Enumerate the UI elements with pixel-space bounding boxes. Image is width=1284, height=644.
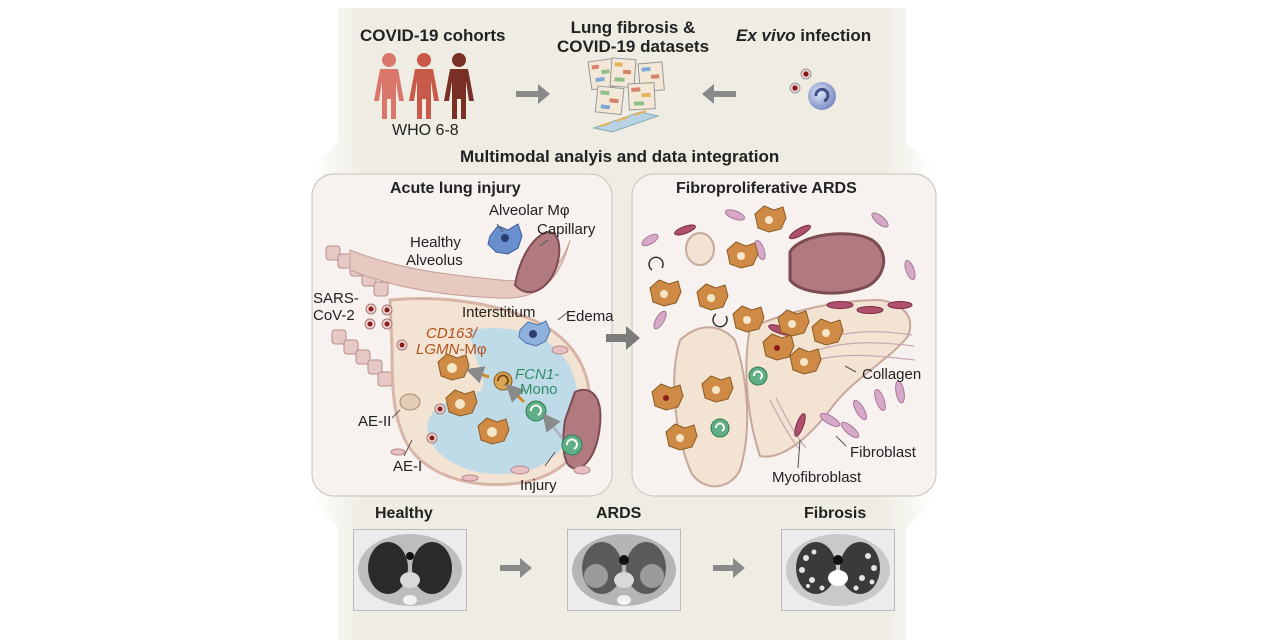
panel-acute-title: Acute lung injury xyxy=(390,180,521,197)
exvivo-italic: Ex vivo xyxy=(736,26,796,45)
ct-scan-ards xyxy=(567,529,681,611)
label-ae1: AE-I xyxy=(393,458,423,475)
ct-scan-healthy xyxy=(353,529,467,611)
label-fcn1-line1: FCN1- xyxy=(515,366,560,383)
ct-label-healthy: Healthy xyxy=(375,505,433,522)
label-sars-line2: CoV-2 xyxy=(313,307,355,324)
label-edema: Edema xyxy=(566,308,614,325)
ct-label-fibrosis: Fibrosis xyxy=(804,505,867,522)
exvivo-rest: infection xyxy=(795,26,872,45)
arrow-right-top xyxy=(516,84,550,104)
label-cd163-line2: LGMN-Mφ xyxy=(416,341,487,358)
acute-lung-illustration xyxy=(325,223,602,487)
arrow-right-bottom-2 xyxy=(713,558,745,578)
label-alveolar-mph: Alveolar Mφ xyxy=(489,202,570,219)
label-cd163-mph: -Mφ xyxy=(459,341,487,358)
label-ae2: AE-II xyxy=(358,413,392,430)
label-myofibroblast: Myofibroblast xyxy=(772,469,862,486)
label-injury: Injury xyxy=(520,477,557,494)
exvivo-cells-icon xyxy=(789,68,836,110)
panel-ards-title: Fibroproliferative ARDS xyxy=(676,180,857,197)
arrow-left-top xyxy=(702,84,736,104)
cohorts-subtitle: WHO 6-8 xyxy=(392,122,459,139)
datasets-title-line1: Lung fibrosis & xyxy=(570,18,696,37)
arrow-right-bottom-1 xyxy=(500,558,532,578)
label-sars-line1: SARS- xyxy=(313,290,359,307)
ards-illustration xyxy=(641,205,916,488)
ct-scan-fibrosis xyxy=(781,529,895,611)
label-interstitium: Interstitium xyxy=(462,304,536,321)
label-fcn1-line2: Mono xyxy=(520,381,558,398)
exvivo-title: Ex vivo infection xyxy=(736,27,871,45)
ct-label-ards: ARDS xyxy=(596,505,642,522)
patient-figures xyxy=(374,53,474,119)
dataset-stack-icon xyxy=(587,57,665,133)
label-healthy: Healthy xyxy=(410,234,461,251)
label-cd163-line1: CD163/ xyxy=(426,325,477,342)
arrow-right-middle xyxy=(606,326,640,350)
datasets-title-line2: COVID-19 datasets xyxy=(556,37,710,56)
label-cd163-lgmn: LGMN xyxy=(416,341,460,358)
integration-label: Multimodal analyis and data integration xyxy=(460,147,780,166)
label-alveolus: Alveolus xyxy=(406,252,463,269)
cohorts-title: COVID-19 cohorts xyxy=(360,26,506,45)
label-capillary: Capillary xyxy=(537,221,596,238)
label-fibroblast: Fibroblast xyxy=(850,444,916,461)
label-collagen: Collagen xyxy=(862,366,922,383)
